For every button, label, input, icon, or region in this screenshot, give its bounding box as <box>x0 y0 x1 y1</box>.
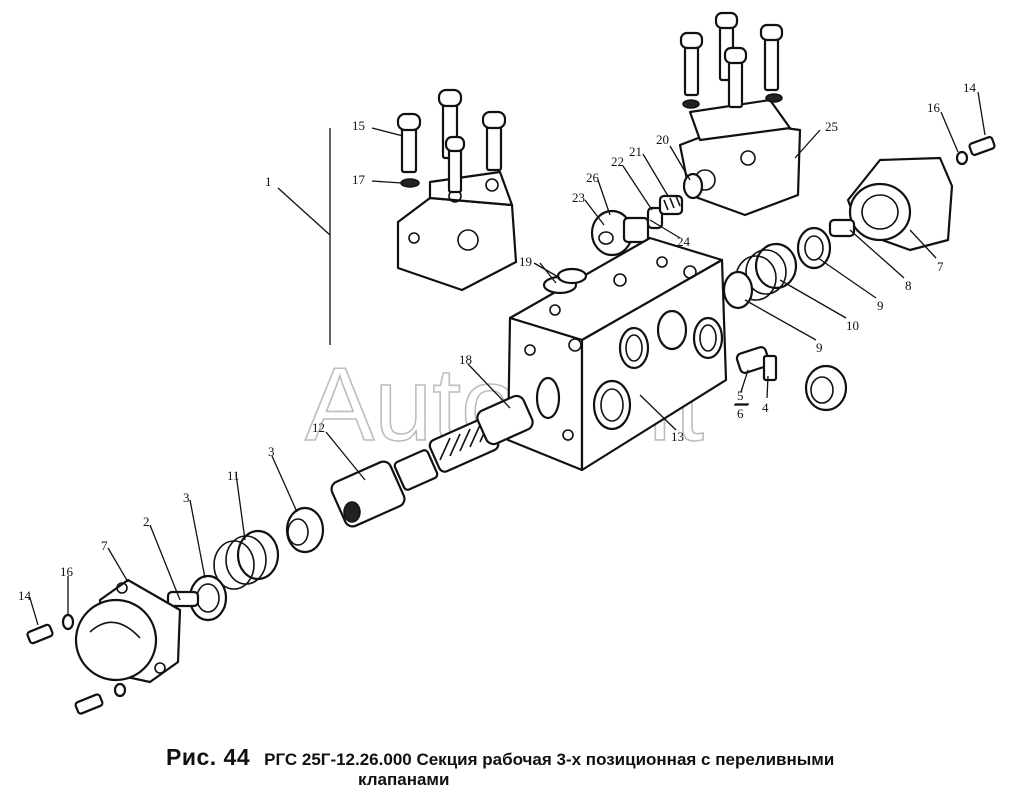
left-screws <box>26 613 127 715</box>
caption-text: РГС 25Г-12.26.000 Секция рабочая 3-х поз… <box>264 750 835 769</box>
right-screw <box>955 136 996 166</box>
callout-8: 8 <box>905 278 912 293</box>
caption-line-1: Рис. 44 РГС 25Г-12.26.000 Секция рабочая … <box>166 746 966 770</box>
callout-16-left: 16 <box>60 564 74 579</box>
callout-22: 22 <box>611 154 624 169</box>
figure-caption: Рис. 44 РГС 25Г-12.26.000 Секция рабочая … <box>166 746 966 790</box>
callout-9-lower: 9 <box>816 340 823 355</box>
callout-14-right: 14 <box>963 80 977 95</box>
callout-labels: 1 2 3 3 4 5 6 7 7 8 9 9 10 11 12 13 14 1… <box>18 80 977 603</box>
callout-17: 17 <box>352 172 366 187</box>
callout-3-left: 3 <box>183 490 190 505</box>
callout-12: 12 <box>312 420 325 435</box>
right-block-bolts <box>679 11 784 109</box>
figure-number: Рис. 44 <box>166 744 251 770</box>
callout-6: 6 <box>737 406 744 421</box>
callout-7-left: 7 <box>101 538 108 553</box>
right-spring-washers <box>722 226 832 310</box>
callout-18: 18 <box>459 352 472 367</box>
callout-19: 19 <box>519 254 532 269</box>
callout-3-center: 3 <box>268 444 275 459</box>
callout-11: 11 <box>227 468 240 483</box>
callout-5: 5 <box>737 388 744 403</box>
callout-24: 24 <box>677 234 691 249</box>
callout-9-upper: 9 <box>877 298 884 313</box>
left-end-cap <box>74 578 182 684</box>
leader-lines <box>29 91 986 626</box>
small-fittings <box>735 346 848 412</box>
callout-2: 2 <box>143 514 150 529</box>
left-block-bolts <box>396 88 507 194</box>
left-spring-washers <box>166 506 325 622</box>
callout-26: 26 <box>586 170 600 185</box>
callout-20: 20 <box>656 132 669 147</box>
callout-10: 10 <box>846 318 859 333</box>
right-solenoid-block <box>678 98 802 217</box>
spool-assembly <box>330 394 534 528</box>
callout-25: 25 <box>825 119 838 134</box>
main-housing <box>506 236 728 472</box>
callout-7-right: 7 <box>937 259 944 274</box>
right-end-cap <box>828 156 954 252</box>
callout-1: 1 <box>265 174 272 189</box>
callout-14-left: 14 <box>18 588 32 603</box>
callout-4: 4 <box>762 400 769 415</box>
callout-16-right: 16 <box>927 100 941 115</box>
callout-13: 13 <box>671 429 684 444</box>
caption-line-2: клапанами <box>358 770 450 789</box>
callout-23: 23 <box>572 190 585 205</box>
callout-15: 15 <box>352 118 365 133</box>
callout-21: 21 <box>629 144 642 159</box>
